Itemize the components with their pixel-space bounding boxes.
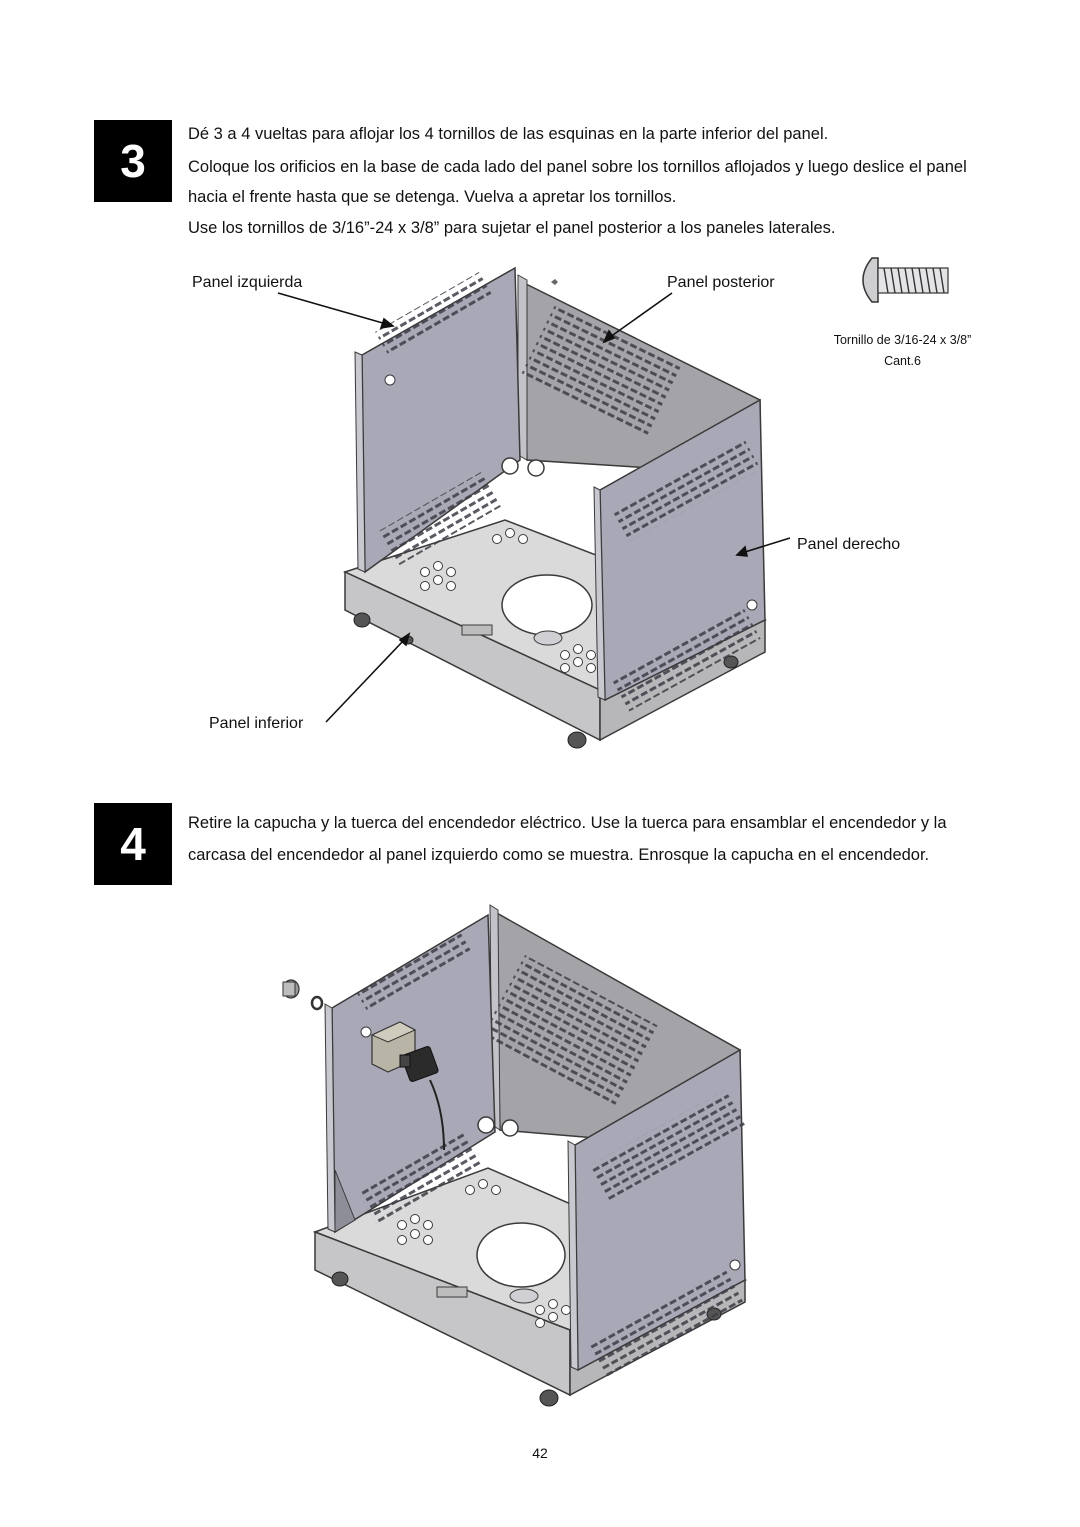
cap-and-nut [282, 979, 324, 1011]
page-number: 42 [532, 1445, 548, 1461]
step-3-badge: 3 [94, 120, 172, 202]
screw-illustration [862, 257, 949, 303]
step-3-number: 3 [120, 135, 146, 187]
label-bottom-panel: Panel inferior [209, 715, 304, 732]
step-3-instruction-2: Coloque los orificios en la base de cada… [188, 158, 967, 206]
label-left-panel: Panel izquierda [192, 274, 303, 291]
label-back-panel: Panel posterior [667, 274, 775, 291]
step-4-badge: 4 [94, 803, 172, 885]
label-right-panel: Panel derecho [797, 536, 901, 553]
step-4-number: 4 [120, 818, 146, 870]
screw-quantity: Cant.6 [884, 354, 921, 368]
step-3-instruction-1: Dé 3 a 4 vueltas para aflojar los 4 torn… [188, 125, 829, 143]
igniter-assembly [370, 1021, 445, 1151]
step-3-instruction-3: Use los tornillos de 3/16”-24 x 3/8” par… [188, 219, 836, 237]
screw-spec: Tornillo de 3/16-24 x 3/8” [833, 333, 972, 347]
step-4-instruction: Retire la capucha y la tuerca del encend… [188, 814, 947, 864]
